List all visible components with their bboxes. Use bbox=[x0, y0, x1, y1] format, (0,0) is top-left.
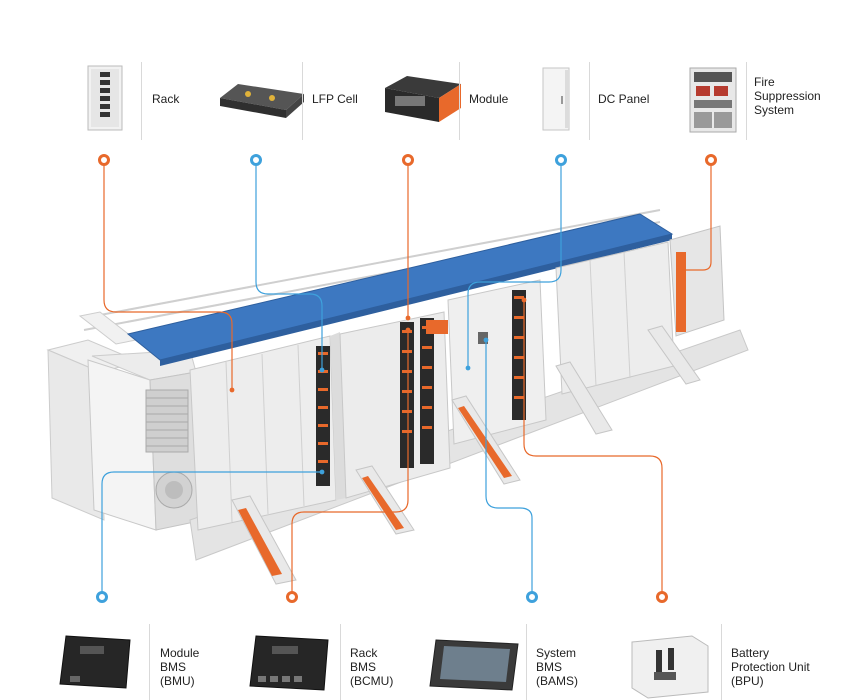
hvac-unit bbox=[46, 339, 205, 531]
divider bbox=[459, 62, 460, 140]
top-label-fire-suppression: Fire Suppression System bbox=[754, 75, 821, 117]
bottom-label-rack-bms: Rack BMS (BCMU) bbox=[350, 646, 394, 688]
fire-suppression-unit bbox=[669, 225, 725, 337]
divider bbox=[746, 62, 747, 140]
rack-group-c bbox=[447, 279, 547, 445]
divider bbox=[141, 62, 142, 140]
bottom-label-module-bms: Module BMS (BMU) bbox=[160, 646, 200, 688]
rack-group-a bbox=[189, 332, 346, 531]
bottom-label-system-bms: System BMS (BAMS) bbox=[536, 646, 578, 688]
divider bbox=[721, 624, 722, 700]
divider bbox=[149, 624, 150, 700]
top-label-lfp-cell: LFP Cell bbox=[312, 92, 358, 106]
top-label-dc-panel: DC Panel bbox=[598, 92, 650, 106]
top-label-module: Module bbox=[469, 92, 509, 106]
divider bbox=[526, 624, 527, 700]
divider bbox=[589, 62, 590, 140]
divider bbox=[302, 62, 303, 140]
bottom-label-bpu: Battery Protection Unit (BPU) bbox=[731, 646, 810, 688]
divider bbox=[340, 624, 341, 700]
top-label-rack: Rack bbox=[152, 92, 180, 106]
